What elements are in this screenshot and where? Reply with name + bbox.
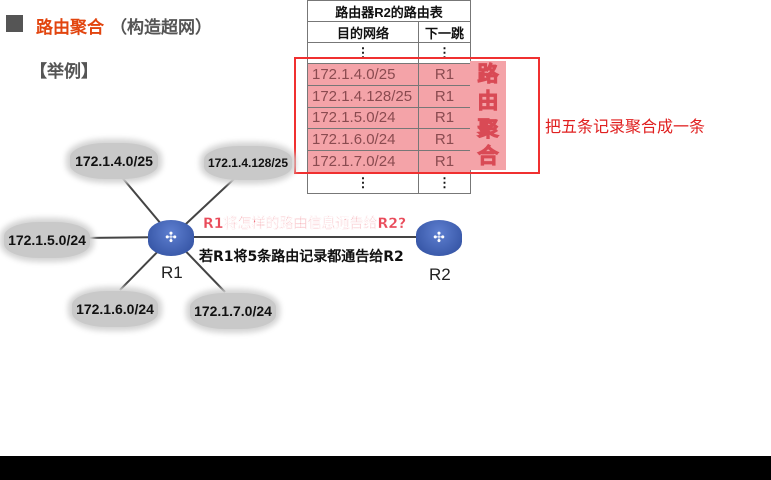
dest-cell: 172.1.4.0/25: [307, 63, 419, 86]
next-hop-cell: R1: [418, 150, 471, 173]
band-char: 由: [477, 89, 499, 114]
band-char: 路: [477, 62, 499, 87]
dest-cell: 172.1.5.0/24: [307, 106, 419, 130]
router-label: R1: [161, 263, 183, 282]
annotation-text: 把五条记录聚合成一条: [545, 117, 706, 136]
router-r1-icon: ✣: [148, 220, 194, 256]
slide-subtitle: （构造超网）: [110, 18, 212, 38]
network-cloud: 172.1.4.128/25: [204, 146, 292, 180]
header-dest: 目的网络: [307, 21, 419, 43]
network-cloud: 172.1.7.0/24: [190, 293, 276, 329]
slide-title: 路由聚合（构造超网）: [36, 18, 212, 38]
table-caption: 路由器R2的路由表: [307, 0, 471, 22]
router-r2-icon: ✣: [416, 220, 462, 256]
highlight-box: [294, 57, 540, 174]
router-label: R2: [429, 265, 451, 284]
network-cloud: 172.1.4.0/25: [70, 143, 158, 179]
dest-cell: 172.1.4.128/25: [307, 84, 419, 108]
band-char: 聚: [477, 116, 499, 141]
next-hop-cell: R1: [418, 84, 471, 108]
dest-cell: 172.1.7.0/24: [307, 150, 419, 173]
statement-text: 若R1将5条路由记录都通告给R2: [199, 249, 404, 265]
network-cloud: 172.1.5.0/24: [4, 222, 90, 258]
example-label: 【举例】: [30, 62, 98, 82]
aggregation-band: 路 由 聚 合: [470, 61, 506, 170]
next-hop-cell: R1: [418, 63, 471, 86]
band-char: 合: [477, 143, 499, 168]
network-cloud: 172.1.6.0/24: [72, 291, 158, 327]
question-text: R1将怎样的路由信息通告给R2?: [203, 216, 407, 232]
header-next-hop: 下一跳: [418, 21, 471, 43]
dest-cell: 172.1.6.0/24: [307, 128, 419, 152]
bottom-bar: [0, 456, 771, 480]
bullet-square-icon: [6, 15, 23, 32]
